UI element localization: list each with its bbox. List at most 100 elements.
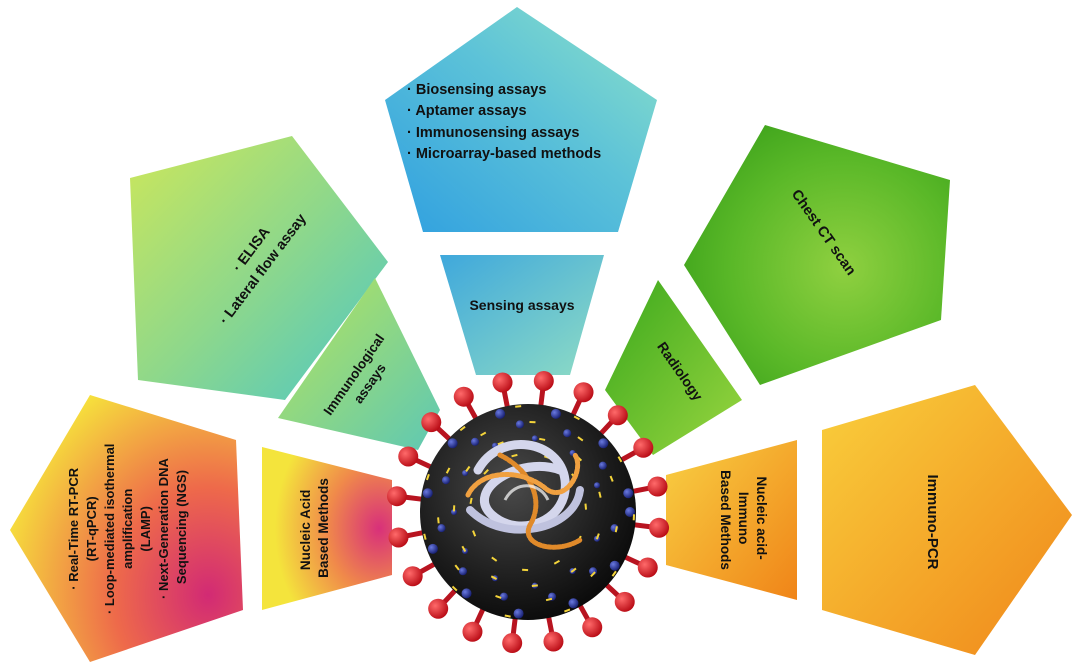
envelope-marker (531, 584, 538, 587)
radiology-segment: Radiology (605, 280, 742, 455)
spike-head (398, 446, 419, 467)
surface-protein (594, 482, 601, 489)
sensing-method-item: · Biosensing assays (407, 82, 546, 98)
svg-text:· Real-Time RT-PCR (RT-q: · Real-Time RT-PCR (RT-qPCR) · Loop-medi… (66, 440, 189, 614)
envelope-marker (611, 570, 617, 577)
spike-head (462, 621, 483, 642)
spike-head (402, 566, 423, 587)
surface-protein (461, 588, 472, 599)
sensing-method-item: · Microarray-based methods (407, 146, 601, 162)
surface-protein (495, 408, 506, 419)
nucleic-acid-methods-pentagon: · Real-Time RT-PCR (RT-qPCR) · Loop-medi… (10, 395, 243, 662)
envelope-marker (553, 559, 560, 565)
envelope-marker (437, 517, 440, 524)
surface-protein (609, 560, 620, 571)
svg-text:Nucleic acid- Immuno: Nucleic acid- Immuno Based Methods (718, 470, 769, 570)
spike-head (386, 486, 407, 507)
surface-protein (563, 429, 572, 438)
nucleic-acid-method-item: (LAMP) (138, 506, 153, 552)
sensing-assays-label: Sensing assays (469, 297, 574, 313)
envelope-marker (595, 533, 600, 540)
surface-protein (451, 509, 457, 515)
envelope-marker (491, 556, 498, 562)
surface-protein (441, 476, 450, 485)
envelope-marker (459, 425, 466, 432)
immuno-methods-pentagon: · ELISA · Lateral flow assay (130, 136, 388, 400)
virus-spikes (386, 370, 670, 654)
surface-protein (598, 461, 607, 470)
surface-protein (447, 438, 458, 449)
chest-ct-pentagon: Chest CT scan (684, 125, 950, 385)
nucleic-acid-method-item: Sequencing (NGS) (174, 470, 189, 584)
spike-head (543, 631, 564, 652)
surface-protein (568, 598, 579, 609)
spike-head (573, 382, 594, 403)
nucleic-acid-based-segment: Nucleic Acid Based Methods (262, 447, 392, 610)
spike-head (533, 370, 554, 391)
nucleic-immuno-based-label: Based Methods (718, 470, 733, 570)
svg-text:· Biosensing assays · Ap: · Biosensing assays · Aptamer assays · I… (407, 82, 601, 162)
spike-head (607, 405, 628, 426)
svg-text:Nucleic Acid Based Metho: Nucleic Acid Based Methods (298, 478, 331, 578)
nucleic-acid-based-label: Nucleic Acid (298, 490, 313, 571)
envelope-marker (577, 436, 584, 442)
envelope-marker (617, 456, 623, 463)
envelope-marker (445, 467, 451, 474)
envelope-marker (472, 530, 477, 537)
envelope-marker (425, 473, 430, 481)
surface-protein (470, 437, 479, 446)
envelope-marker (570, 567, 577, 573)
virus-rna-ribbon (465, 440, 584, 550)
spike-head (647, 476, 668, 497)
envelope-marker (480, 431, 487, 437)
spike-head (582, 617, 603, 638)
envelope-marker (504, 614, 511, 618)
envelope-marker (461, 545, 467, 552)
sensing-method-item: · Immunosensing assays (407, 125, 579, 141)
spike-head (453, 386, 474, 407)
nucleic-acid-method-item: (RT-qPCR) (84, 496, 99, 561)
surface-protein (623, 488, 634, 499)
envelope-marker (465, 465, 471, 472)
envelope-marker (511, 453, 518, 458)
nucleic-immuno-based-segment: Nucleic acid- Immuno Based Methods (666, 440, 797, 600)
sensing-methods-pentagon: · Biosensing assays · Aptamer assays · I… (385, 7, 657, 232)
envelope-marker (469, 497, 473, 505)
envelope-marker (423, 533, 427, 540)
surface-protein (437, 524, 446, 533)
surface-protein (625, 507, 635, 517)
envelope-marker (609, 475, 614, 482)
sensing-method-item: · Aptamer assays (407, 103, 527, 119)
envelope-marker (614, 526, 618, 533)
envelope-marker (545, 597, 553, 602)
spike-head (388, 527, 409, 548)
surface-protein (513, 608, 524, 619)
nucleic-acid-method-item: · Loop-mediated isothermal (102, 444, 117, 614)
spike-head (649, 517, 670, 538)
envelope-marker (598, 491, 602, 498)
spike-head (421, 412, 442, 433)
spike-head (492, 372, 513, 393)
immuno-pcr-label: Immuno-PCR (924, 475, 941, 570)
envelope-marker (564, 608, 571, 613)
virus-body (420, 404, 636, 620)
nucleic-acid-method-item: amplification (120, 489, 135, 569)
envelope-marker (490, 575, 498, 580)
sensing-assays-segment: Sensing assays (440, 255, 604, 375)
envelope-marker (454, 564, 460, 571)
envelope-marker (483, 469, 489, 475)
envelope-marker (584, 503, 588, 510)
surface-protein (515, 420, 524, 429)
nucleic-acid-based-label: Based Methods (316, 478, 331, 578)
surface-protein (550, 408, 561, 419)
surface-protein (422, 488, 433, 499)
nucleic-acid-method-item: · Next-Generation DNA (156, 458, 171, 599)
envelope-marker (515, 405, 522, 408)
surface-protein (499, 592, 508, 601)
spike-head (428, 598, 449, 619)
envelope-marker (497, 441, 504, 446)
coronavirus-illustration (386, 370, 670, 654)
envelope-marker (539, 437, 546, 441)
surface-protein (598, 438, 609, 449)
envelope-marker (590, 571, 596, 578)
